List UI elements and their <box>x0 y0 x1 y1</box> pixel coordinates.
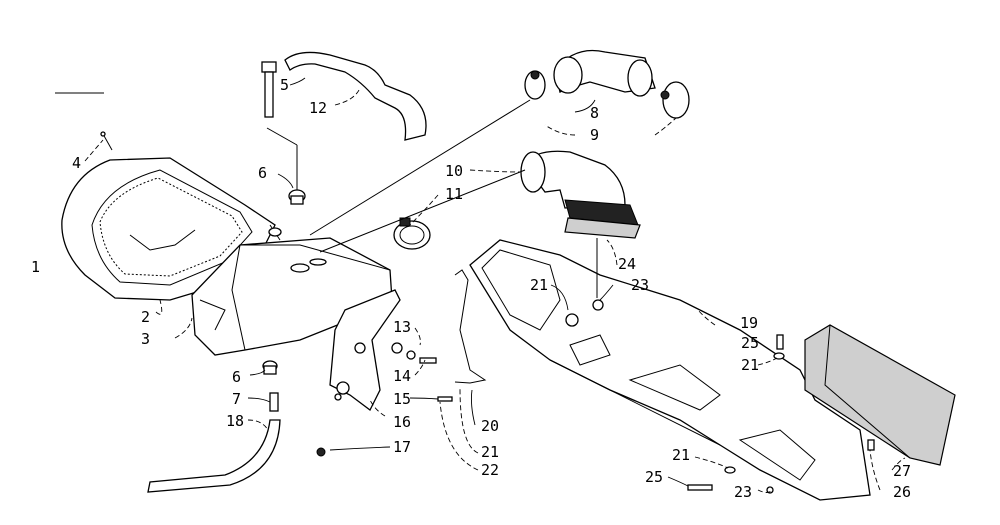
callout-12: 12 <box>309 99 327 117</box>
breather-hose <box>261 51 427 141</box>
callout-6-lower: 6 <box>232 368 241 386</box>
callout-21-mid: 21 <box>481 443 499 461</box>
drain-fitting <box>147 392 281 493</box>
callout-2: 2 <box>141 308 150 326</box>
callout-5: 5 <box>280 76 289 94</box>
callout-8: 8 <box>590 104 599 122</box>
callout-21-lower: 21 <box>672 446 690 464</box>
foam-pad <box>804 324 956 466</box>
callout-15: 15 <box>393 390 411 408</box>
callout-6-upper: 6 <box>258 164 267 182</box>
callout-26: 26 <box>893 483 911 501</box>
grommet-upper <box>288 189 306 205</box>
callout-22: 22 <box>481 461 499 479</box>
callout-14: 14 <box>393 367 411 385</box>
callout-labels: 1 2 3 4 5 12 6 6 7 18 8 9 10 11 24 23 21… <box>31 76 911 501</box>
callout-23-lower: 23 <box>734 483 752 501</box>
callout-16: 16 <box>393 413 411 431</box>
callout-17: 17 <box>393 438 411 456</box>
callout-23-upper: 23 <box>631 276 649 294</box>
callout-9: 9 <box>590 126 599 144</box>
hose-clamp-11 <box>393 217 431 250</box>
callout-21-right: 21 <box>741 356 759 374</box>
callout-20: 20 <box>481 417 499 435</box>
callout-18: 18 <box>226 412 244 430</box>
callout-10: 10 <box>445 162 463 180</box>
callout-1: 1 <box>31 258 40 276</box>
intake-boot-lower <box>520 150 641 239</box>
callout-27: 27 <box>893 462 911 480</box>
leader-lines <box>84 77 906 493</box>
callout-7: 7 <box>232 390 241 408</box>
callout-24: 24 <box>618 255 636 273</box>
mounting-bracket <box>329 289 401 411</box>
support-rod <box>454 269 487 384</box>
callout-11: 11 <box>445 185 463 203</box>
callout-19: 19 <box>740 314 758 332</box>
intake-duct <box>469 239 871 501</box>
callout-4: 4 <box>72 154 81 172</box>
callout-3: 3 <box>141 330 150 348</box>
air-silencer-box <box>191 224 393 356</box>
callout-13: 13 <box>393 318 411 336</box>
callout-21-upper: 21 <box>530 276 548 294</box>
grommet-lower <box>262 360 278 375</box>
intake-elbow-boot <box>524 49 690 119</box>
callout-25-upper: 25 <box>741 334 759 352</box>
screw-part-4 <box>100 131 113 151</box>
callout-25-lower: 25 <box>645 468 663 486</box>
